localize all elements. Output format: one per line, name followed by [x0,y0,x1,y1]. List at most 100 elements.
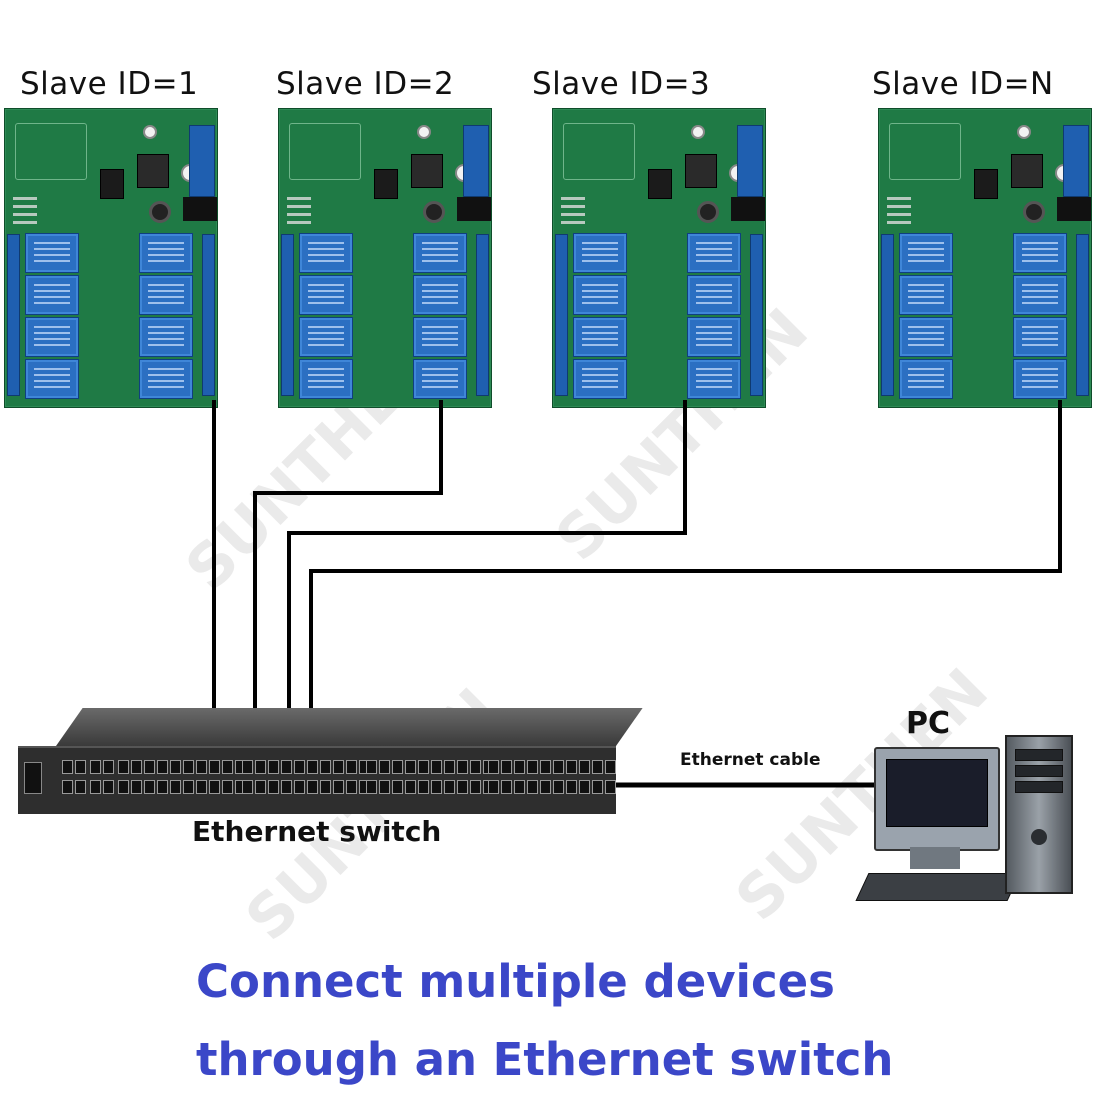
relay [573,233,627,273]
relay-board-4 [878,108,1092,408]
ethernet-port [103,780,114,794]
ethernet-port [553,760,564,774]
slave-label-1: Slave ID=1 [20,66,199,102]
power-jack [1057,197,1091,221]
relay [1013,275,1067,315]
ethernet-port [183,760,194,774]
ethernet-port [196,760,207,774]
port-row [366,760,494,774]
ethernet-port [222,760,233,774]
ethernet-port [579,760,590,774]
ethernet-port [333,780,344,794]
ethernet-port [90,760,101,774]
ethernet-port [553,780,564,794]
relay [573,359,627,399]
ethernet-port [605,780,616,794]
ethernet-port [418,760,429,774]
chip [100,169,124,199]
port-row [90,760,114,774]
inductor [149,201,171,223]
relay-board-2 [278,108,492,408]
ethernet-port [457,760,468,774]
chip [974,169,998,199]
led-strip [13,197,37,227]
terminal-block-left [881,234,894,396]
monitor [874,747,1000,851]
relay [1013,317,1067,357]
keyboard [855,873,1021,901]
capacitor [1017,125,1031,139]
port-row [366,780,494,794]
terminal-block-left [281,234,294,396]
pc-tower [1005,735,1073,894]
power-terminal [463,125,489,197]
pcb-trace [289,123,361,180]
relay [25,317,79,357]
ethernet-port [444,780,455,794]
ethernet-port [346,760,357,774]
relay [687,359,741,399]
relay [299,275,353,315]
inductor [697,201,719,223]
ethernet-port [488,760,499,774]
regulator [685,154,717,188]
ethernet-port [379,780,390,794]
relay [899,359,953,399]
terminal-block-left [555,234,568,396]
relay [413,317,467,357]
relay-board-3 [552,108,766,408]
relay [687,317,741,357]
led-strip [887,197,911,227]
ethernet-port [75,760,86,774]
ethernet-switch [18,708,643,814]
ethernet-port [144,760,155,774]
ethernet-cable-label: Ethernet cable [680,750,821,770]
switch-front-panel [18,746,616,814]
ethernet-port [131,760,142,774]
ethernet-port [346,780,357,794]
port-row [62,780,86,794]
port-row [118,760,246,774]
ethernet-port [157,780,168,794]
ethernet-port [294,780,305,794]
terminal-block-right [202,234,215,396]
port-row [118,780,246,794]
power-button [1031,829,1047,845]
ethernet-port [527,760,538,774]
chip [648,169,672,199]
ethernet-port [320,760,331,774]
regulator [411,154,443,188]
ethernet-port [281,780,292,794]
pc-label: PC [906,706,951,741]
ethernet-port [392,780,403,794]
ethernet-port [209,760,220,774]
drive-bay [1015,781,1063,793]
ethernet-port [242,780,253,794]
switch-top-panel [56,708,643,746]
relay [139,275,193,315]
relay [899,233,953,273]
ethernet-port [222,780,233,794]
ethernet-port [118,780,129,794]
console-port [24,762,42,794]
ethernet-port [514,780,525,794]
ethernet-port [294,760,305,774]
ethernet-port [268,780,279,794]
ethernet-port [118,760,129,774]
ethernet-port [62,780,73,794]
relay [25,275,79,315]
relay [299,359,353,399]
power-terminal [189,125,215,197]
relay [413,275,467,315]
ethernet-port [379,760,390,774]
relay [413,359,467,399]
ethernet-port [405,780,416,794]
relay [573,317,627,357]
relay [25,233,79,273]
relay-board-1 [4,108,218,408]
ethernet-port [605,760,616,774]
led-strip [561,197,585,227]
ethernet-port [333,760,344,774]
relay [1013,359,1067,399]
regulator [1011,154,1043,188]
